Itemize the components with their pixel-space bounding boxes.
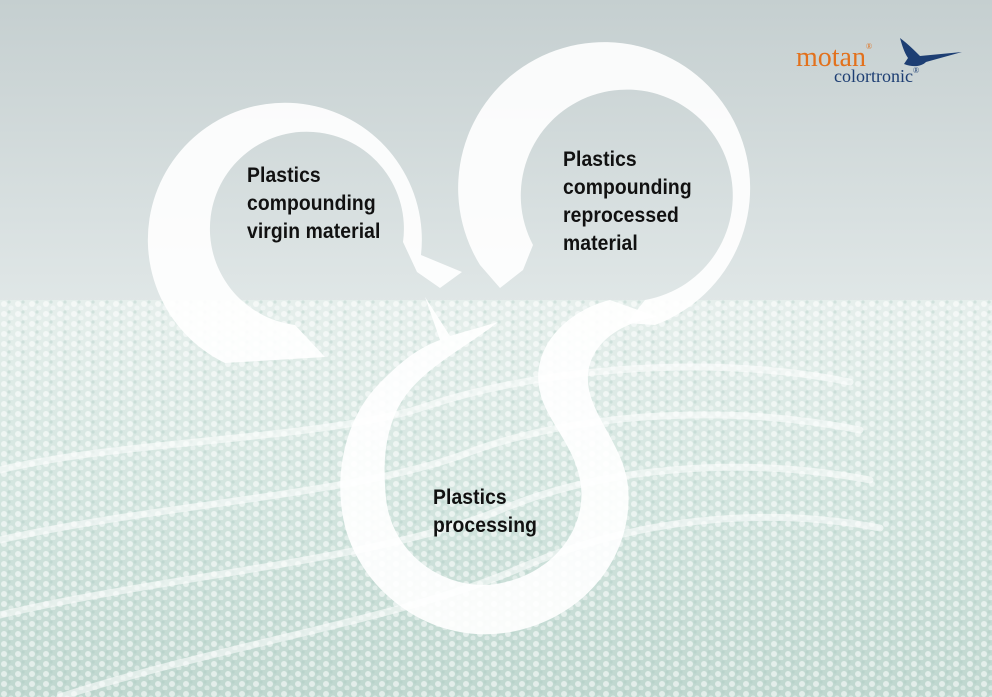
node-virgin-line-2: compounding <box>247 192 376 215</box>
virgin-material-loop-arrow <box>147 102 462 363</box>
swallow-bird-icon <box>900 38 962 67</box>
reprocessed-material-loop-arrow <box>458 42 751 325</box>
node-plastics-processing: Plastics processing <box>433 484 537 540</box>
node-reprocessed-material: Plastics compounding reprocessed materia… <box>563 146 692 258</box>
logo-sub-brand-text: colortronic® <box>834 66 920 86</box>
pellet-ridges <box>0 363 884 697</box>
node-virgin-line-3: virgin material <box>247 220 381 243</box>
company-logo: motan® colortronic® <box>774 34 964 94</box>
node-processing-line-2: processing <box>433 514 538 537</box>
node-reprocessed-line-2: compounding <box>563 176 692 199</box>
node-virgin-line-1: Plastics <box>247 164 321 187</box>
logo-brand-text: motan® <box>796 42 873 73</box>
processing-loop-arrow <box>340 297 658 635</box>
node-virgin-material: Plastics compounding virgin material <box>247 162 380 246</box>
node-reprocessed-line-1: Plastics <box>563 148 637 171</box>
node-processing-line-1: Plastics <box>433 486 507 509</box>
node-reprocessed-line-4: material <box>563 232 638 255</box>
node-reprocessed-line-3: reprocessed <box>563 204 679 227</box>
